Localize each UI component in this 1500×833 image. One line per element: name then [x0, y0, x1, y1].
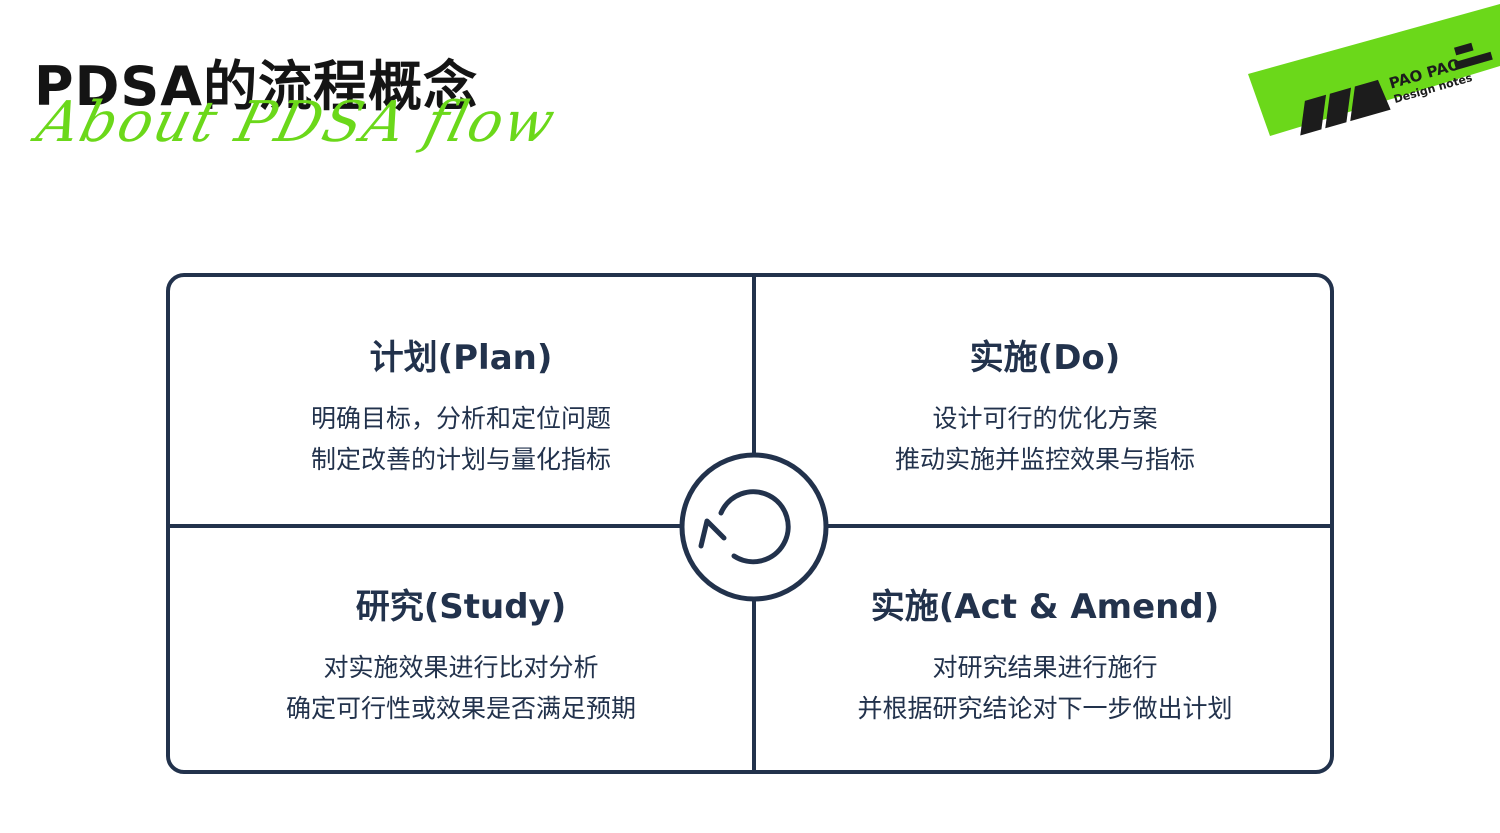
- logo-bar-top: [1454, 42, 1474, 56]
- quadrant-line: 对研究结果进行施行: [932, 653, 1158, 682]
- quadrant-do: 实施(Do) 设计可行的优化方案 推动实施并监控效果与指标: [754, 336, 1336, 480]
- cycle-arrow-head: [698, 518, 727, 549]
- quadrant-line: 设计可行的优化方案: [932, 404, 1158, 433]
- pdsa-diagram: 计划(Plan) 明确目标，分析和定位问题 制定改善的计划与量化指标 实施(Do…: [166, 273, 1334, 774]
- page-title: PDSA的流程概念: [34, 55, 479, 118]
- quadrant-study: 研究(Study) 对实施效果进行比对分析 确定可行性或效果是否满足预期: [170, 585, 752, 729]
- quadrant-act: 实施(Act & Amend) 对研究结果进行施行 并根据研究结论对下一步做出计…: [754, 585, 1336, 729]
- quadrant-line: 明确目标，分析和定位问题: [310, 404, 611, 433]
- cycle-outer-ring: [679, 452, 829, 602]
- logo-mark-right: [1350, 79, 1391, 122]
- quadrant-title: 研究(Study): [355, 587, 567, 627]
- quadrant-title: 实施(Act & Amend): [870, 587, 1220, 627]
- logo-bar-bottom: [1454, 51, 1493, 70]
- logo-mark-mid: [1325, 87, 1352, 129]
- quadrant-title: 计划(Plan): [369, 338, 553, 378]
- paopao-logo: PAO PAO Design notes: [1248, 4, 1500, 136]
- quadrant-line: 并根据研究结论对下一步做出计划: [857, 694, 1233, 723]
- logo-ribbon: [1248, 4, 1500, 136]
- quadrant-line: 推动实施并监控效果与指标: [894, 445, 1195, 474]
- page-subtitle: About PDSA flow: [30, 90, 563, 155]
- quadrant-line: 对实施效果进行比对分析: [323, 653, 599, 682]
- cycle-arrow-arc: [718, 489, 791, 565]
- quadrant-plan: 计划(Plan) 明确目标，分析和定位问题 制定改善的计划与量化指标: [170, 336, 752, 480]
- quadrant-line: 制定改善的计划与量化指标: [310, 445, 611, 474]
- logo-mark-left: [1300, 94, 1327, 136]
- refresh-cycle-icon: [679, 452, 829, 602]
- quadrant-line: 确定可行性或效果是否满足预期: [285, 694, 636, 723]
- quadrant-title: 实施(Do): [969, 338, 1121, 378]
